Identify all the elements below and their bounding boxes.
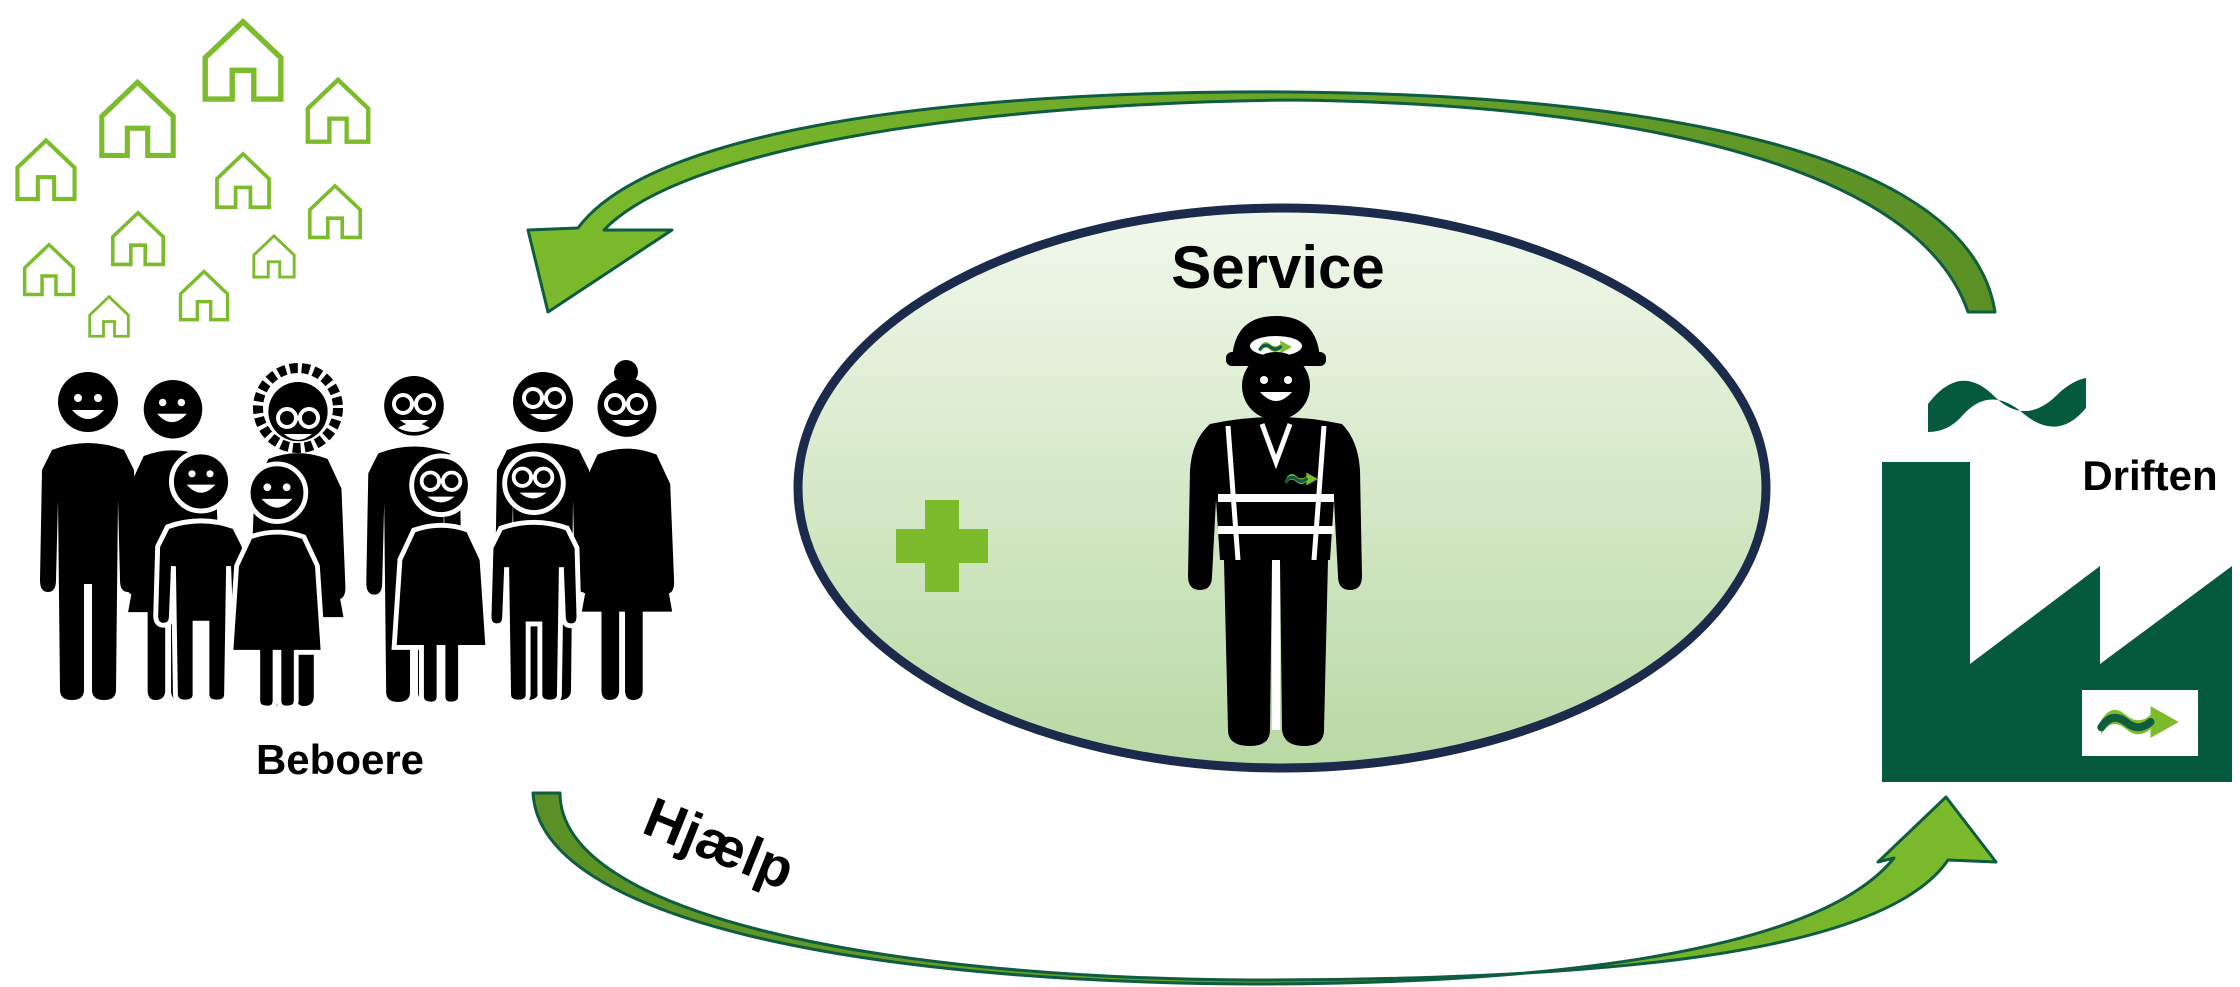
residents-label: Beboere: [256, 736, 424, 783]
tilde-wave-icon: [1928, 378, 2086, 432]
factory-icon: [1882, 462, 2232, 782]
houses-cluster: [17, 22, 368, 338]
operations-label: Driften: [2082, 452, 2217, 499]
house-outline-icon: [22, 242, 76, 297]
house-outline-icon: [113, 213, 163, 265]
help-label: Hjælp: [636, 785, 804, 902]
house-outline-icon: [102, 82, 173, 155]
house-outline-icon: [217, 154, 269, 207]
family-group-icon: [40, 360, 675, 708]
house-outline-icon: [205, 22, 281, 99]
house-outline-icon: [17, 140, 74, 198]
service-title: Service: [1171, 234, 1385, 301]
bottom-help-arrow: [531, 791, 1998, 986]
house-outline-icon: [88, 295, 130, 338]
house-outline-icon: [308, 80, 368, 142]
house-outline-icon: [178, 269, 230, 322]
top-return-arrow: [526, 90, 1997, 314]
house-outline-icon: [252, 234, 296, 279]
plus-icon: [896, 500, 988, 592]
house-outline-icon: [307, 183, 363, 240]
service-worker-icon: [1188, 316, 1362, 746]
